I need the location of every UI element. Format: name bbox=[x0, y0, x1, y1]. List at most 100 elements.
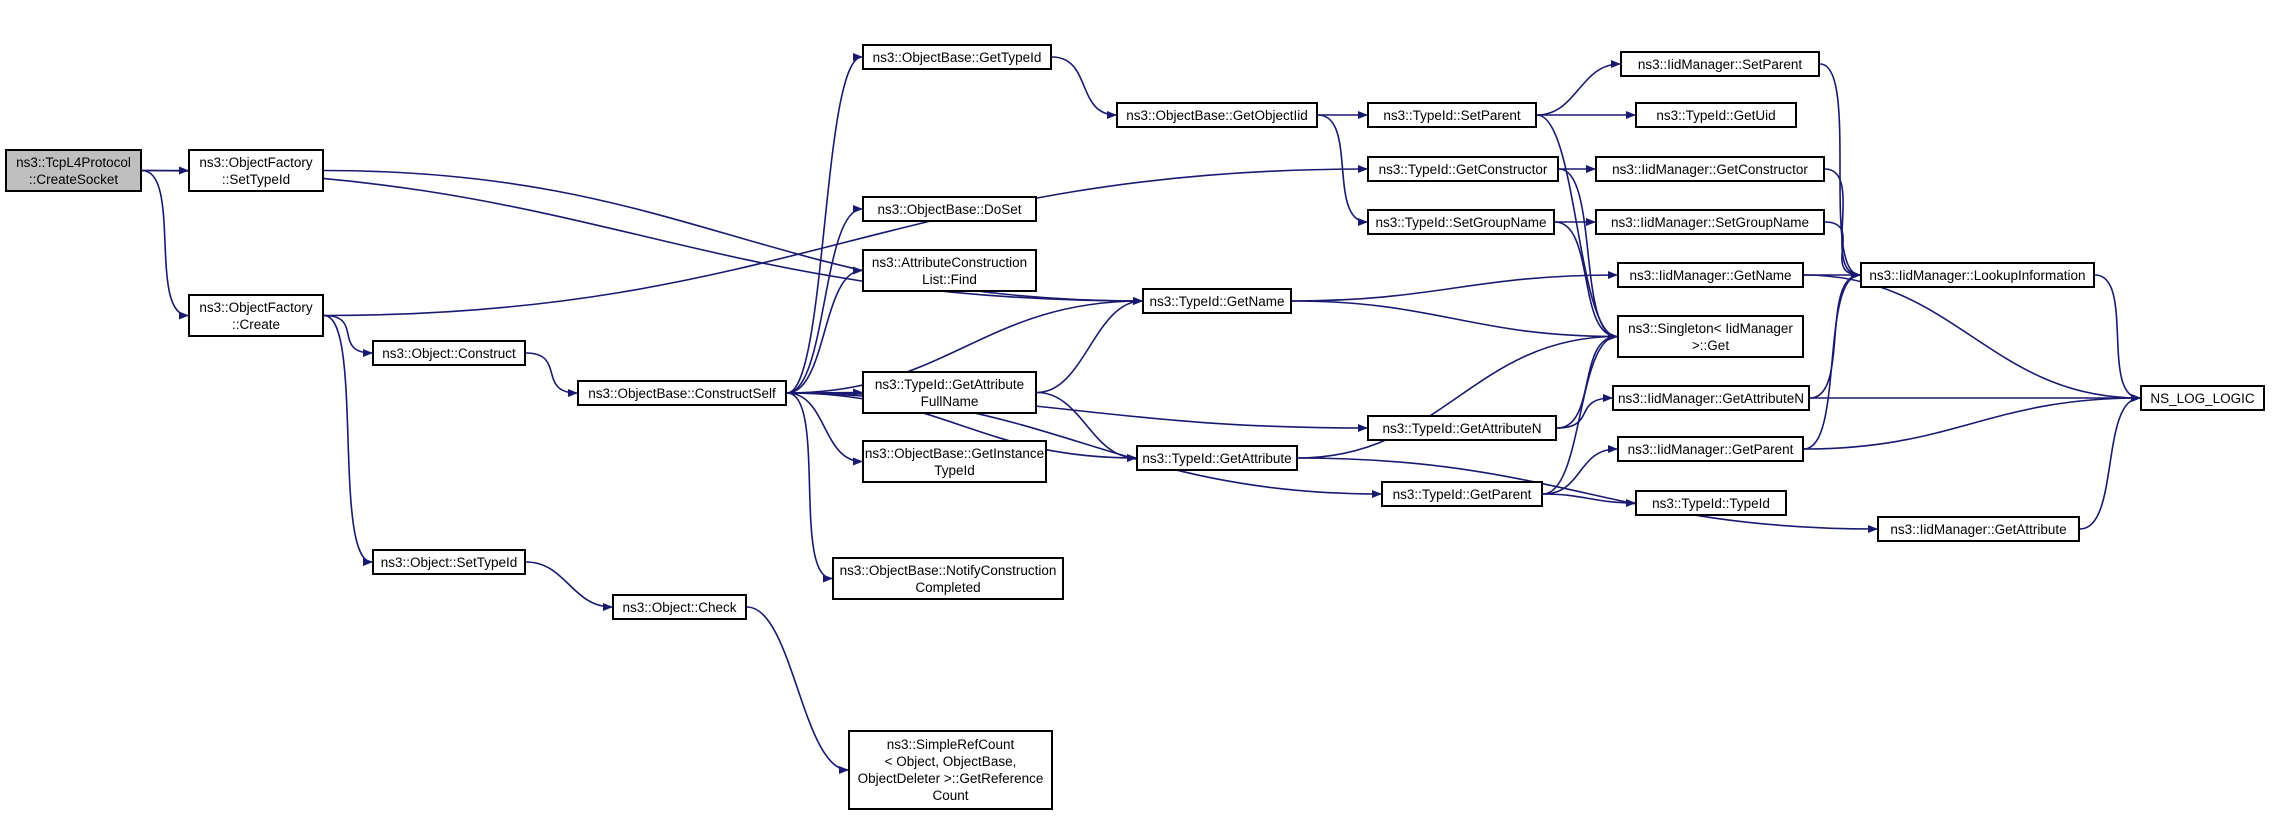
node-label-line: Count bbox=[932, 788, 969, 803]
node-typeid-setgroupname[interactable]: ns3::TypeId::SetGroupName bbox=[1367, 209, 1555, 235]
call-edge-tid_getparent-to-singleton_get bbox=[1542, 332, 1618, 495]
call-edge-iid_getattribute-to-ns_log_logic bbox=[2079, 394, 2141, 530]
node-iidmanager-setgroupname[interactable]: ns3::IidManager::SetGroupName bbox=[1595, 209, 1825, 235]
node-label-line: ns3::TypeId::GetAttribute bbox=[874, 376, 1025, 392]
node-typeid-getattribute[interactable]: ns3::TypeId::GetAttribute bbox=[1136, 445, 1298, 471]
node-objectbase-getinstancetypeid[interactable]: ns3::ObjectBase::GetInstance TypeId bbox=[862, 440, 1047, 483]
node-label-line: ObjectDeleter >::GetReference bbox=[857, 771, 1044, 786]
node-label-line: ns3::IidManager::GetParent bbox=[1627, 441, 1794, 457]
node-label-line: ns3::Object::Construct bbox=[382, 345, 516, 361]
call-edge-iid_setgroupname-to-iid_lookupinfo bbox=[1824, 221, 1861, 279]
node-objectfactory-settypeid[interactable]: ns3::ObjectFactory ::SetTypeId bbox=[188, 149, 324, 192]
node-label-line: ns3::IidManager::LookupInformation bbox=[1869, 267, 2086, 283]
call-edge-iid_lookupinfo-to-ns_log_logic bbox=[2094, 274, 2141, 402]
node-label-line: ns3::ObjectBase::NotifyConstruction bbox=[839, 562, 1057, 578]
node-label-line: ns3::TypeId::TypeId bbox=[1652, 495, 1770, 511]
call-edge-ob_constructself-to-ob_gettypeid bbox=[786, 53, 863, 394]
node-iidmanager-getparent[interactable]: ns3::IidManager::GetParent bbox=[1617, 436, 1804, 462]
call-edge-of_create-to-obj_settypeid bbox=[323, 314, 373, 566]
node-label-line: ns3::ObjectFactory bbox=[199, 299, 313, 315]
node-iidmanager-getattributen[interactable]: ns3::IidManager::GetAttributeN bbox=[1612, 385, 1810, 411]
call-edge-ob_getobjectiid-to-tid_setgroupname bbox=[1317, 114, 1368, 226]
call-edge-tid_setgroupname-to-singleton_get bbox=[1554, 221, 1618, 341]
node-label-line: Completed bbox=[915, 579, 981, 595]
node-label-line: ns3::ObjectBase::GetObjectIid bbox=[1126, 107, 1308, 123]
call-edge-ob_gettypeid-to-ob_getobjectiid bbox=[1051, 56, 1117, 119]
call-edge-ob_constructself-to-ob_doset bbox=[786, 205, 863, 394]
node-label-line: FullName bbox=[920, 393, 979, 409]
node-object-check[interactable]: ns3::Object::Check bbox=[612, 594, 747, 620]
call-edge-tid_getattribute-to-singleton_get bbox=[1297, 332, 1618, 459]
node-iidmanager-getattribute[interactable]: ns3::IidManager::GetAttribute bbox=[1877, 516, 2080, 542]
node-iidmanager-getconstructor[interactable]: ns3::IidManager::GetConstructor bbox=[1595, 156, 1825, 182]
node-object-settypeid[interactable]: ns3::Object::SetTypeId bbox=[372, 549, 526, 575]
node-label-line: >::Get bbox=[1691, 337, 1730, 353]
call-edge-of_create-to-obj_construct bbox=[323, 314, 373, 357]
call-edge-iid_getparent-to-iid_lookupinfo bbox=[1803, 271, 1861, 450]
call-edge-tid_getname-to-iid_getname bbox=[1291, 271, 1618, 302]
node-typeid-getconstructor[interactable]: ns3::TypeId::GetConstructor bbox=[1367, 156, 1559, 182]
call-edge-tid_getattribute-to-iid_getattribute bbox=[1297, 457, 1878, 533]
node-objectbase-getobjectiid[interactable]: ns3::ObjectBase::GetObjectIid bbox=[1116, 102, 1318, 128]
call-edge-tid_getname-to-singleton_get bbox=[1291, 300, 1618, 341]
node-label-line: ::CreateSocket bbox=[28, 171, 119, 187]
node-simplerefcount-getreferencecount[interactable]: ns3::SimpleRefCount < Object, ObjectBase… bbox=[848, 730, 1053, 810]
node-ns-log-logic[interactable]: NS_LOG_LOGIC bbox=[2140, 385, 2265, 411]
node-label-line: ns3::IidManager::GetAttributeN bbox=[1617, 390, 1805, 406]
node-label-line: ns3::ObjectBase::ConstructSelf bbox=[588, 385, 776, 401]
node-iidmanager-lookupinformation[interactable]: ns3::IidManager::LookupInformation bbox=[1860, 262, 2095, 288]
node-singleton-iidmanager-get[interactable]: ns3::Singleton< IidManager >::Get bbox=[1617, 315, 1804, 358]
node-label-line: ns3::ObjectBase::GetInstance bbox=[864, 445, 1045, 461]
node-typeid-setparent[interactable]: ns3::TypeId::SetParent bbox=[1367, 102, 1537, 128]
node-label-line: List::Find bbox=[922, 271, 977, 287]
node-label-line: ns3::IidManager::SetParent bbox=[1637, 56, 1803, 72]
node-label-line: ns3::ObjectBase::DoSet bbox=[877, 201, 1022, 217]
call-edge-ob_constructself-to-ob_getinstancetypeid bbox=[786, 392, 863, 466]
call-edge-ob_constructself-to-tid_getname bbox=[786, 297, 1143, 394]
node-label-line: ns3::ObjectFactory bbox=[199, 154, 313, 170]
node-label-line: ns3::IidManager::GetAttribute bbox=[1890, 521, 2067, 537]
node-label-line: ns3::Object::Check bbox=[622, 599, 737, 615]
node-label-line: ns3::TcpL4Protocol bbox=[16, 154, 131, 170]
node-label-line: ns3::Object::SetTypeId bbox=[380, 554, 518, 570]
node-iidmanager-getname[interactable]: ns3::IidManager::GetName bbox=[1617, 262, 1804, 288]
node-label-line: TypeId bbox=[934, 462, 975, 478]
node-label-line: ns3::TypeId::GetAttribute bbox=[1142, 450, 1292, 466]
node-typeid-getattributen[interactable]: ns3::TypeId::GetAttributeN bbox=[1367, 415, 1557, 441]
node-label-line: ns3::SimpleRefCount bbox=[886, 737, 1015, 752]
node-iidmanager-setparent[interactable]: ns3::IidManager::SetParent bbox=[1620, 51, 1820, 77]
call-edge-create_socket-to-of_create bbox=[141, 169, 189, 320]
call-edge-obj_settypeid-to-obj_check bbox=[525, 561, 613, 611]
call-edge-ob_constructself-to-tid_getattribute bbox=[786, 392, 1137, 462]
node-label-line: ns3::TypeId::GetAttributeN bbox=[1382, 420, 1542, 436]
node-label-line: ::Create bbox=[231, 316, 281, 332]
node-typeid-getattributefullname[interactable]: ns3::TypeId::GetAttribute FullName bbox=[862, 371, 1037, 414]
call-edge-iid_getname-to-ns_log_logic bbox=[1803, 274, 2141, 402]
call-edge-of_settypeid-to-tid_getname bbox=[323, 169, 1143, 305]
call-edge-obj_construct-to-ob_constructself bbox=[525, 352, 578, 397]
call-edge-iid_setparent-to-iid_lookupinfo bbox=[1819, 63, 1861, 279]
node-typeid-getparent[interactable]: ns3::TypeId::GetParent bbox=[1381, 481, 1543, 507]
node-typeid-getname[interactable]: ns3::TypeId::GetName bbox=[1142, 288, 1292, 314]
node-label-line: ns3::ObjectBase::GetTypeId bbox=[872, 49, 1042, 65]
node-label-line: ns3::IidManager::GetName bbox=[1629, 267, 1792, 283]
node-objectfactory-create[interactable]: ns3::ObjectFactory ::Create bbox=[188, 294, 324, 337]
call-edge-tid_getattributen-to-iid_getattributen bbox=[1556, 394, 1613, 429]
node-objectbase-constructself[interactable]: ns3::ObjectBase::ConstructSelf bbox=[577, 380, 787, 406]
node-label-line: ns3::TypeId::GetConstructor bbox=[1378, 161, 1548, 177]
node-label-line: ns3::TypeId::GetParent bbox=[1392, 486, 1532, 502]
call-edge-tid_getparent-to-iid_getparent bbox=[1542, 445, 1618, 495]
node-objectbase-notifyconstructioncompleted[interactable]: ns3::ObjectBase::NotifyConstruction Comp… bbox=[832, 557, 1064, 600]
node-tcpl4protocol-createsocket[interactable]: ns3::TcpL4Protocol ::CreateSocket bbox=[5, 149, 142, 192]
node-typeid-typeid[interactable]: ns3::TypeId::TypeId bbox=[1635, 490, 1787, 516]
node-label-line: ns3::IidManager::GetConstructor bbox=[1612, 161, 1808, 177]
node-objectbase-doset[interactable]: ns3::ObjectBase::DoSet bbox=[862, 196, 1037, 222]
node-attributeconstructionlist-find[interactable]: ns3::AttributeConstruction List::Find bbox=[862, 249, 1037, 292]
call-edge-ob_constructself-to-ob_notify bbox=[786, 392, 833, 583]
node-object-construct[interactable]: ns3::Object::Construct bbox=[372, 340, 526, 366]
node-typeid-getuid[interactable]: ns3::TypeId::GetUid bbox=[1635, 102, 1797, 128]
node-objectbase-gettypeid[interactable]: ns3::ObjectBase::GetTypeId bbox=[862, 44, 1052, 70]
call-edge-of_create-to-tid_getconstructor bbox=[323, 165, 1368, 317]
